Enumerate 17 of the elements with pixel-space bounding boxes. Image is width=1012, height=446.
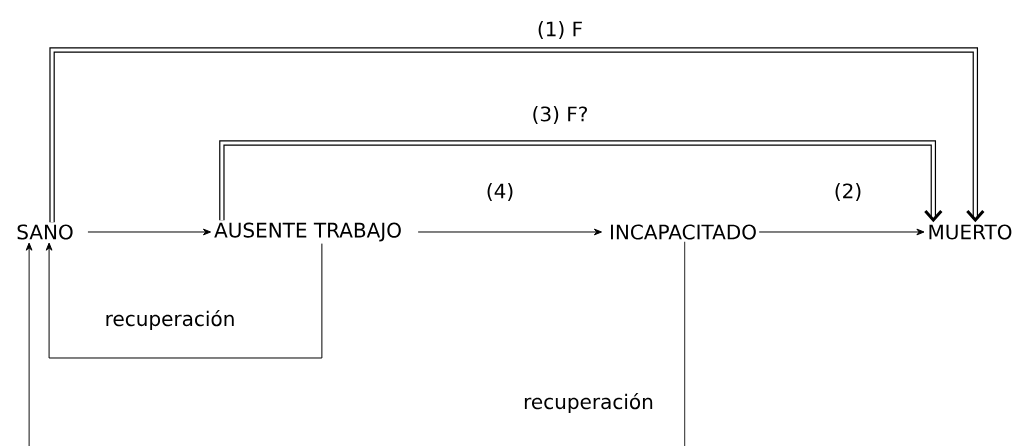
arrow xyxy=(758,228,925,236)
edge-label: (2) xyxy=(832,182,864,202)
arrow xyxy=(49,47,985,223)
edge-label: (3) F? xyxy=(530,105,590,125)
arrow xyxy=(45,242,323,359)
arrow xyxy=(219,140,943,223)
state-label: SANO xyxy=(17,224,73,240)
edge-label: (4) xyxy=(484,182,516,202)
edge-label: recuperación xyxy=(103,308,237,332)
arrow xyxy=(25,241,686,446)
arrow xyxy=(417,228,602,236)
edge-label: recuperación xyxy=(522,391,655,415)
state-label: AUSENTE TRABAJO xyxy=(214,222,401,242)
state-label: MUERTO xyxy=(929,224,1012,240)
arrow xyxy=(87,228,212,236)
edge-label: (1) F xyxy=(535,20,585,40)
state-label: INCAPACITADO xyxy=(611,224,756,240)
